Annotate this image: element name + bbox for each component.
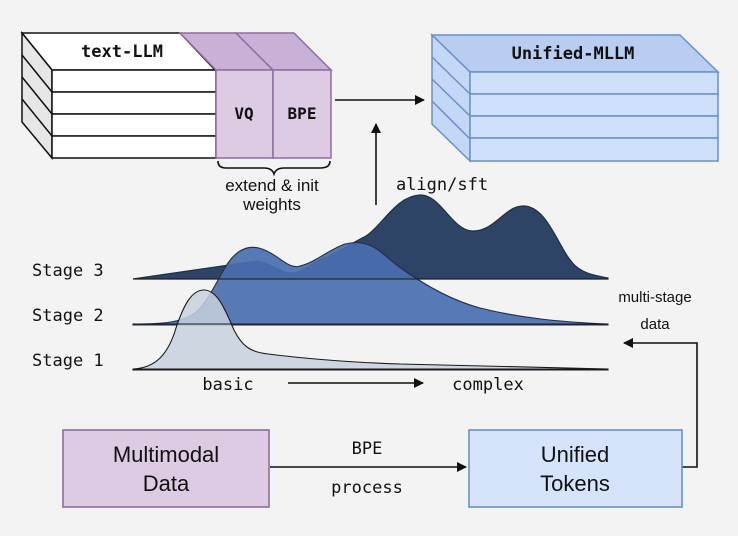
tokens-line1: Unified	[541, 442, 609, 467]
multimodal-line2: Data	[143, 471, 190, 496]
text-llm-title: text-LLM	[81, 42, 163, 62]
bpe-block	[272, 69, 332, 159]
process-label-line2: process	[331, 478, 403, 498]
align-label: align/sft	[396, 175, 488, 195]
multimodal-data-box: Multimodal Data	[62, 429, 270, 508]
bpe-label: BPE	[288, 104, 317, 123]
vq-label: VQ	[234, 104, 253, 123]
unified-tokens-box: Unified Tokens	[468, 429, 683, 508]
unified-mllm-block: Unified-MLLM	[430, 33, 720, 163]
extend-caption-line2: weights	[242, 195, 301, 214]
extension-block: VQ BPE extend & init weights	[178, 32, 333, 214]
stage2-label: Stage 2	[32, 306, 104, 326]
axis-start-label: basic	[202, 375, 253, 395]
stage1-label: Stage 1	[32, 351, 104, 371]
process-label-line1: BPE	[352, 439, 383, 459]
curly-brace	[217, 160, 331, 177]
unified-mllm-title: Unified-MLLM	[512, 44, 635, 64]
vq-block	[215, 69, 274, 159]
extend-caption-line1: extend & init	[225, 176, 319, 195]
multi-stage-label-line1: multi-stage	[618, 289, 691, 306]
multi-stage-label-line2: data	[640, 316, 670, 333]
stage3-label: Stage 3	[32, 261, 104, 281]
text-llm-block: text-LLM	[20, 30, 217, 161]
tokens-line2: Tokens	[540, 471, 610, 496]
multimodal-line1: Multimodal	[113, 442, 219, 467]
axis-end-label: complex	[452, 375, 524, 395]
feedback-arrow	[623, 338, 698, 468]
stage-distributions	[132, 194, 609, 371]
